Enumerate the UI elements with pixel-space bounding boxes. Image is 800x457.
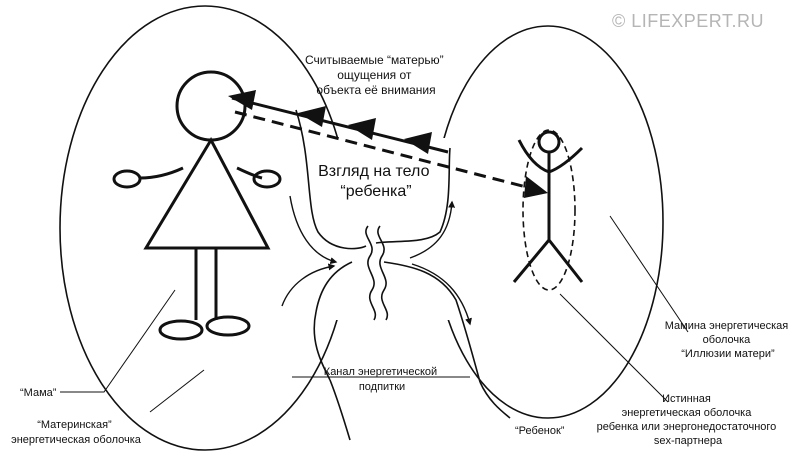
- true-energy-shell-dashed: [522, 129, 576, 291]
- gaze-arrowhead: [524, 176, 548, 198]
- child-label: “Ребенок”: [515, 425, 565, 437]
- illusion-shell-label-line-2: оболочка: [703, 334, 751, 346]
- gaze-line: [234, 110, 531, 190]
- flow-arrow-lower-left: [281, 263, 336, 307]
- true-shell-label-line-3: ребенка или энергонедостаточного: [597, 421, 777, 433]
- pointer-maternal-shell: [149, 369, 205, 413]
- maternal-shell-label-line-1: “Материнская”: [37, 419, 112, 431]
- energy-channel-bridge: [300, 138, 470, 320]
- perceived-arrowhead-4: [404, 132, 432, 154]
- mother-head: [175, 70, 247, 142]
- gaze-label-line-2: “ребенка”: [340, 183, 411, 200]
- svg-text:Взгляд на тело “ребенка”: Взгляд на тело “ребенка”: [318, 163, 434, 200]
- channel-label-line-2: подпитки: [359, 381, 405, 393]
- child-legs: [512, 239, 584, 283]
- mother-left-arm: [139, 166, 184, 180]
- true-shell-label-line-2: энергетическая оболочка: [622, 407, 753, 419]
- pointer-illusion-shell: [609, 215, 689, 333]
- perceived-label-line-2: ощущения от: [337, 68, 412, 82]
- illusion-shell-label-line-3: “Иллюзии матери”: [681, 348, 775, 360]
- mother-right-hand: [252, 169, 282, 189]
- illusion-shell-label-line-1: Мамина энергетическая: [665, 320, 789, 332]
- flow-arrow-upper-right: [409, 200, 456, 259]
- child-figure: [512, 130, 584, 283]
- mother-left-hand: [112, 169, 142, 189]
- svg-text:Считываемые “матерью” ощущ: Считываемые “матерью” ощущения от объект…: [305, 53, 447, 97]
- channel-label-line-1: Канал энергетической: [324, 366, 437, 378]
- perceived-arrowhead-1: [228, 90, 256, 110]
- perceived-label-line-3: объекта её внимания: [316, 83, 435, 97]
- perceived-arrowhead-3: [348, 118, 376, 140]
- perceived-arrowhead-2: [298, 106, 326, 127]
- flow-arrow-lower-right: [411, 263, 472, 326]
- perceived-label-line-1: Считываемые “матерью”: [305, 53, 444, 67]
- child-arms: [517, 139, 584, 174]
- true-shell-label-line-4: sex-партнера: [654, 435, 723, 447]
- channel-break-mark-right: [377, 225, 389, 321]
- mother-left-foot: [158, 319, 204, 341]
- gaze-label-line-1: Взгляд на тело: [318, 163, 429, 180]
- mother-dress: [143, 136, 271, 250]
- mama-label: “Мама”: [20, 387, 57, 399]
- svg-text:Мамина энергетическая обол: Мамина энергетическая оболочка “Иллюзии …: [665, 320, 792, 360]
- channel-break-mark-left: [365, 225, 377, 321]
- svg-text:Канал энергетической подпи: Канал энергетической подпитки: [324, 366, 440, 393]
- mother-legs: [194, 248, 218, 320]
- mother-right-arm: [236, 166, 263, 180]
- flow-arrow-upper-left: [289, 195, 338, 265]
- maternal-shell-label-line-2: энергетическая оболочка: [11, 434, 142, 446]
- pointer-mama: [60, 289, 176, 393]
- pointer-true-shell: [559, 293, 669, 403]
- watermark-text: © LIFEXPERT.RU: [612, 11, 764, 31]
- mother-right-foot: [205, 315, 251, 337]
- energy-channel-bottom-arcs: [329, 379, 511, 441]
- svg-text:“Материнская” энергетическ: “Материнская” энергетическая оболочка: [11, 419, 142, 446]
- svg-text:Истинная энергетическая об: Истинная энергетическая оболочка ребенка…: [597, 393, 780, 447]
- true-shell-label-line-1: Истинная: [662, 393, 711, 405]
- child-head: [537, 130, 561, 154]
- mother-figure: [112, 70, 282, 341]
- energy-channel-lower-edge: [313, 261, 481, 383]
- energy-channel-upper-edge: [295, 109, 451, 250]
